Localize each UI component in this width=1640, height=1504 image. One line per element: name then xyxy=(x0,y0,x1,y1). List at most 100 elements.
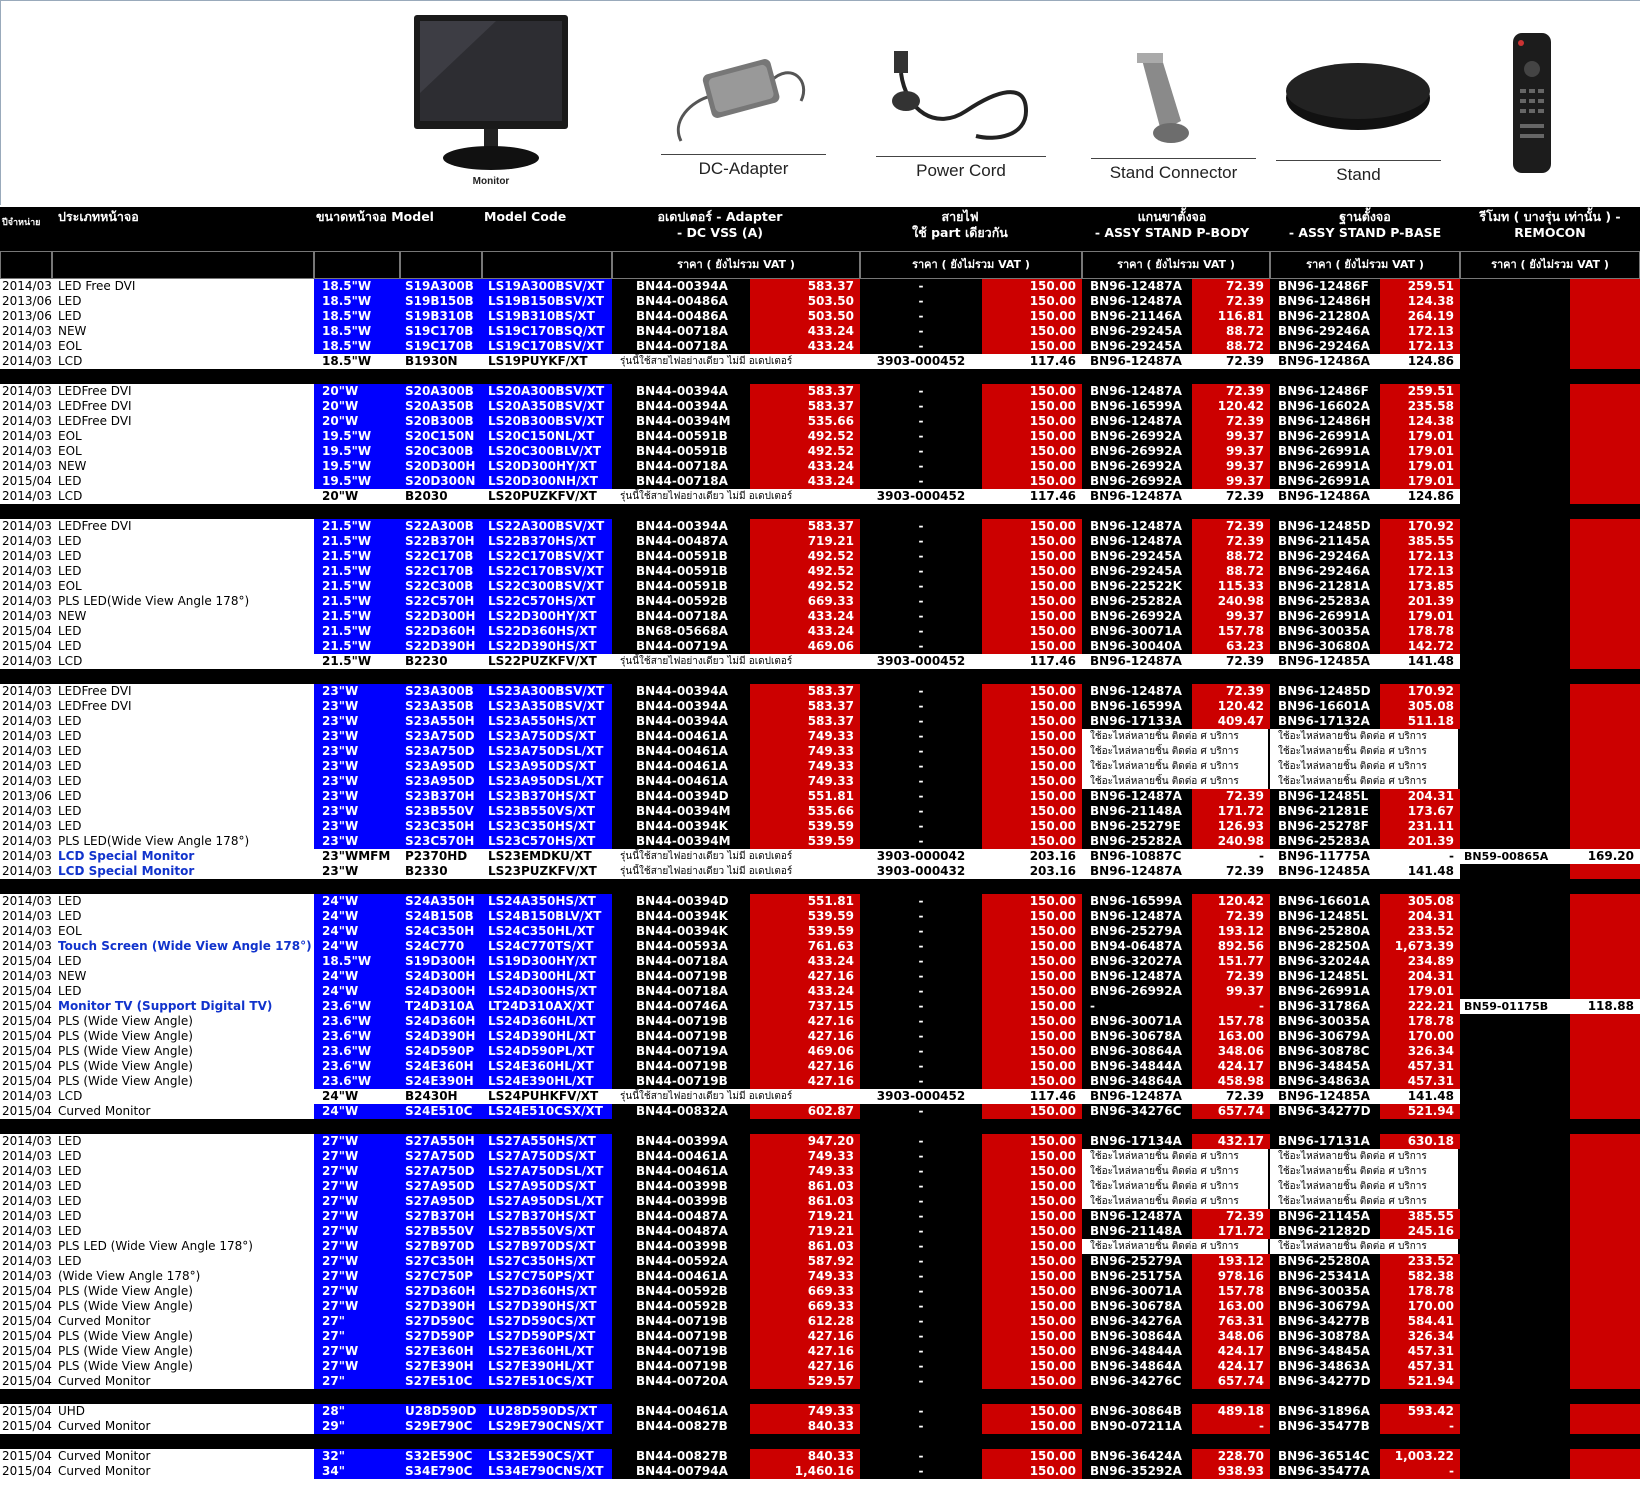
base-code-cell: BN96-12486H xyxy=(1278,294,1371,308)
adapter-price-cell: 749.33 xyxy=(750,729,860,744)
base-price-cell: 326.34 xyxy=(1380,1329,1460,1344)
adapter-price-cell: 529.57 xyxy=(750,1374,860,1389)
body-code-cell: BN96-29245A xyxy=(1090,324,1182,338)
power-cord-caption: Power Cord xyxy=(876,156,1046,181)
cord-price-cell: 150.00 xyxy=(982,279,1082,294)
base-code-cell: BN96-28250A xyxy=(1278,939,1370,953)
size-cell: 23"WMFM xyxy=(314,849,400,864)
body-code-cell: ใช้อะไหล่หลายชิ้น ติดต่อ ศ บริการ xyxy=(1082,1164,1268,1179)
adapter-code-cell: BN44-00794A xyxy=(636,1464,728,1478)
year-cell: 2014/03 xyxy=(0,489,52,504)
body-code-cell: BN96-12487A xyxy=(1082,489,1192,504)
body-price-cell: - xyxy=(1192,1419,1270,1434)
body-code-cell: BN96-16599A xyxy=(1090,699,1182,713)
model-cell: S27C750P xyxy=(400,1269,482,1284)
base-code-cell: BN96-30679A xyxy=(1278,1299,1370,1313)
adapter-price-cell: 669.33 xyxy=(750,594,860,609)
model-cell: S27B370H xyxy=(400,1209,482,1224)
cord-price-cell: 117.46 xyxy=(982,654,1082,669)
body-code-cell: BN96-26992A xyxy=(1090,474,1182,488)
model-code-cell: LS27C350HS/XT xyxy=(482,1254,612,1269)
cord-price-cell: 150.00 xyxy=(982,534,1082,549)
remote-code-cell xyxy=(1460,339,1570,354)
model-cell: S22D360H xyxy=(400,624,482,639)
body-price-cell: 116.81 xyxy=(1192,309,1270,324)
year-cell: 2014/03 xyxy=(0,759,52,774)
remote-price-cell xyxy=(1570,429,1640,444)
body-price-cell: 88.72 xyxy=(1192,339,1270,354)
base-price-cell: 178.78 xyxy=(1380,1014,1460,1029)
cord-code-cell: - xyxy=(918,609,924,623)
base-price-cell: 305.08 xyxy=(1380,894,1460,909)
model-code-cell: LS32E590CS/XT xyxy=(482,1449,612,1464)
remote-code-cell xyxy=(1460,819,1570,834)
body-price-cell: 120.42 xyxy=(1192,894,1270,909)
type-cell: LED xyxy=(52,1254,314,1269)
cord-price-cell: 150.00 xyxy=(982,1299,1082,1314)
model-cell: B2030 xyxy=(400,489,482,504)
size-cell: 23.6"W xyxy=(314,1074,400,1089)
adapter-code-cell: BN44-00394A xyxy=(636,519,728,533)
year-cell: 2015/04 xyxy=(0,1014,52,1029)
adapter-price-cell: 551.81 xyxy=(750,894,860,909)
body-price-cell: 348.06 xyxy=(1192,1329,1270,1344)
model-code-cell: LS22D360HS/XT xyxy=(482,624,612,639)
model-code-cell: LS27A750DSL/XT xyxy=(482,1164,612,1179)
adapter-code-cell: BN44-00461A xyxy=(636,1164,728,1178)
remote-price-cell xyxy=(1570,744,1640,759)
adapter-price-cell: 503.50 xyxy=(750,309,860,324)
adapter-price-cell: 587.92 xyxy=(750,1254,860,1269)
type-cell: PLS (Wide View Angle) xyxy=(52,1284,314,1299)
cord-price-cell: 150.00 xyxy=(982,894,1082,909)
cord-code-cell: - xyxy=(918,699,924,713)
remote-code-cell xyxy=(1460,1134,1570,1149)
cord-code-cell: - xyxy=(918,804,924,818)
adapter-price-cell: 427.16 xyxy=(750,969,860,984)
cord-code-cell: - xyxy=(918,279,924,293)
base-code-cell: BN96-29246A xyxy=(1278,339,1370,353)
year-cell: 2015/04 xyxy=(0,1284,52,1299)
size-cell: 23"W xyxy=(314,834,400,849)
adapter-code-cell: BN44-00719B xyxy=(636,1359,728,1373)
remote-price-cell xyxy=(1570,1194,1640,1209)
type-cell: LED Free DVI xyxy=(52,279,314,294)
size-cell: 20"W xyxy=(314,489,400,504)
size-cell: 21.5"W xyxy=(314,564,400,579)
remote-price-cell xyxy=(1570,894,1640,909)
type-cell: EOL xyxy=(52,429,314,444)
base-price-cell: 141.48 xyxy=(1380,864,1460,879)
cord-price-cell: 150.00 xyxy=(982,684,1082,699)
remote-code-cell xyxy=(1460,309,1570,324)
base-code-cell: BN96-29246A xyxy=(1278,549,1370,563)
adapter-code-cell: BN44-00394A xyxy=(636,714,728,728)
type-cell: LED xyxy=(52,804,314,819)
model-code-cell: LS19PUYKF/XT xyxy=(482,354,612,369)
base-code-cell: BN96-21145A xyxy=(1278,1209,1370,1223)
cord-price-cell: 150.00 xyxy=(982,1209,1082,1224)
cord-price-cell: 150.00 xyxy=(982,804,1082,819)
remote-code-cell xyxy=(1460,384,1570,399)
type-cell: LED xyxy=(52,819,314,834)
remote-code-cell xyxy=(1460,939,1570,954)
model-code-cell: LS27A950DS/XT xyxy=(482,1179,612,1194)
base-code-cell: BN96-16601A xyxy=(1278,894,1370,908)
base-price-cell: 178.78 xyxy=(1380,624,1460,639)
model-code-cell: LS34E790CNS/XT xyxy=(482,1464,612,1479)
body-price-cell: 657.74 xyxy=(1192,1374,1270,1389)
body-price-cell: 163.00 xyxy=(1192,1029,1270,1044)
cord-code-cell: - xyxy=(918,999,924,1013)
cord-code-cell: - xyxy=(918,309,924,323)
stand-connector-caption: Stand Connector xyxy=(1091,158,1256,183)
cord-price-cell: 150.00 xyxy=(982,309,1082,324)
remote-price-cell xyxy=(1570,549,1640,564)
cord-code-cell: - xyxy=(918,1449,924,1463)
